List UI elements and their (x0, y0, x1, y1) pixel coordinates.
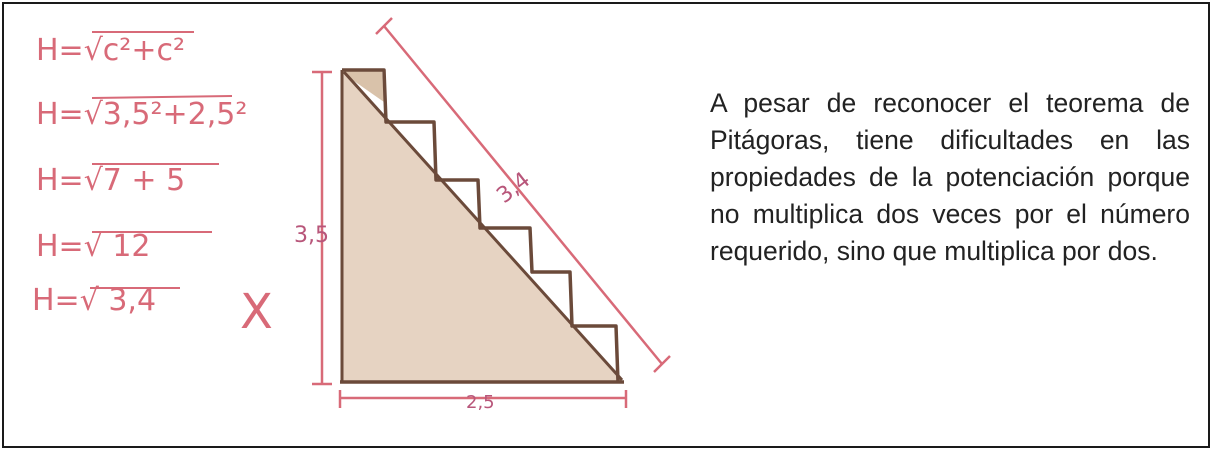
figure-frame: H=√c²+c² H=√3,5²+2,5² H=√7 + 5 H=√ 12 H=… (2, 2, 1210, 448)
analysis-caption: A pesar de reconocer el teorema de Pitág… (710, 87, 1190, 266)
formula-2: H=√3,5²+2,5² (36, 97, 247, 132)
student-work-drawing: H=√c²+c² H=√3,5²+2,5² H=√7 + 5 H=√ 12 H=… (32, 17, 671, 413)
formula-1: H=√c²+c² (36, 33, 185, 68)
formula-3: H=√7 + 5 (36, 163, 185, 198)
height-label: 3,5 (294, 223, 329, 248)
grading-mark: X (240, 284, 273, 340)
height-dimension: 3,5 (294, 70, 332, 386)
formula-4: H=√ 12 (36, 229, 151, 264)
formula-list: H=√c²+c² H=√3,5²+2,5² H=√7 + 5 H=√ 12 H=… (32, 31, 247, 318)
staircase-triangle (340, 68, 624, 384)
base-label: 2,5 (466, 392, 495, 413)
base-dimension: 2,5 (338, 390, 628, 413)
